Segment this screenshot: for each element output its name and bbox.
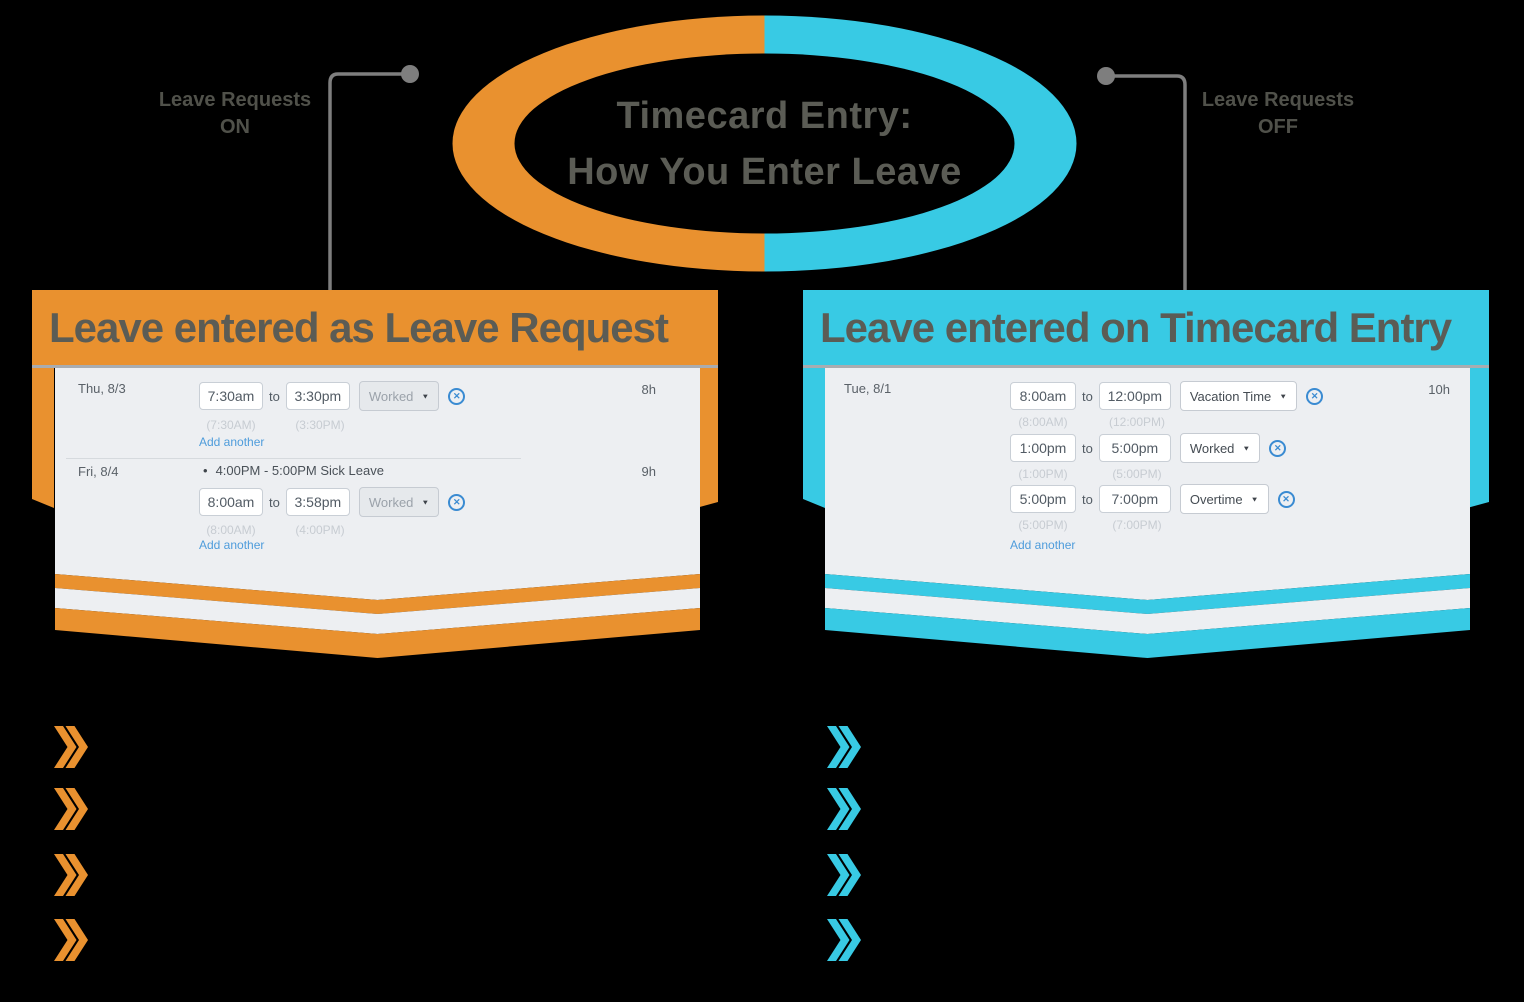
to-label: to [1082,388,1093,404]
caret-down-icon: ▼ [421,498,430,506]
end-time-input[interactable]: 7:00pm [1098,485,1171,513]
to-label: to [269,494,280,510]
ring-hole [514,53,1015,234]
page-title-line1: Timecard Entry: [616,94,913,137]
time-entry-row: 1:00pm to 5:00pm Worked ▼ ✕ [1010,433,1287,463]
to-label: to [1082,440,1093,456]
left-panel-left-border [32,368,54,508]
left-panel-title: Leave entered as Leave Request [49,303,669,351]
title-ring [452,15,1077,272]
leave-requests-on-label: Leave Requests ON [158,89,312,138]
time-entry-row: 8:00am to 3:58pm Worked ▼ ✕ [199,487,466,517]
connector-path-left [328,72,410,292]
pay-type-select[interactable]: Worked ▼ [358,381,440,411]
date-label: Fri, 8/4 [78,464,119,479]
start-time-ghost: (1:00PM) [1018,467,1068,481]
start-time-ghost: (8:00AM) [206,523,256,537]
remove-entry-icon[interactable]: ✕ [448,493,466,511]
time-entry-row: 5:00pm to 7:00pm Overtime ▼ ✕ [1010,484,1295,514]
right-panel-header: Leave entered on Timecard Entry [803,290,1489,368]
pay-type-select[interactable]: Worked ▼ [1179,433,1261,463]
chevron-bullet-icon [827,919,861,961]
page-title-line2: How You Enter Leave [567,150,962,193]
hours-total: 9h [641,464,656,479]
page-title: Timecard Entry: How You Enter Leave [451,14,1078,273]
left-panel-right-border [696,368,718,508]
caret-down-icon: ▼ [1242,444,1251,452]
start-time-input[interactable]: 5:00pm [1010,485,1076,513]
chevron-bullet-icon [827,726,861,768]
hours-total: 10h [1428,382,1450,397]
chevron-bullet-icon [54,854,88,896]
end-time-input[interactable]: 3:58pm [285,488,350,516]
start-time-input[interactable]: 8:00am [199,488,263,516]
pay-type-select[interactable]: Vacation Time ▼ [1179,381,1298,411]
add-another-link[interactable]: Add another [1010,538,1076,552]
start-time-input[interactable]: 1:00pm [1010,434,1076,462]
date-label: Tue, 8/1 [844,381,892,396]
timecard-entry-panel: Leave entered on Timecard Entry Tue, 8/1… [803,290,1489,658]
end-time-ghost: (3:30PM) [295,418,345,432]
left-panel-header: Leave entered as Leave Request [32,290,718,368]
right-panel-title: Leave entered on Timecard Entry [820,303,1452,351]
caret-down-icon: ▼ [1250,495,1259,503]
leave-request-panel: Leave entered as Leave Request Thu, 8/3 … [32,290,718,658]
connector-path-right [1106,74,1187,292]
start-time-ghost: (5:00PM) [1018,518,1068,532]
right-panel-right-border [1467,368,1489,508]
end-time-input[interactable]: 5:00pm [1098,434,1171,462]
start-time-ghost: (7:30AM) [206,418,256,432]
chevron-bullet-icon [827,854,861,896]
remove-entry-icon[interactable]: ✕ [1269,439,1287,457]
right-panel-left-border [803,368,825,508]
time-entry-row: 8:00am to 12:00pm Vacation Time ▼ ✕ [1010,381,1324,411]
add-another-link[interactable]: Add another [199,538,265,552]
caret-down-icon: ▼ [1279,392,1288,400]
remove-entry-icon[interactable]: ✕ [1306,387,1324,405]
panel-bottom-zigzag [55,560,700,658]
chevron-bullet-icon [54,919,88,961]
remove-entry-icon[interactable]: ✕ [448,387,466,405]
end-time-ghost: (12:00PM) [1108,415,1166,429]
start-time-input[interactable]: 7:30am [199,382,263,410]
panel-bottom-zigzag [825,560,1470,658]
pay-type-select[interactable]: Overtime ▼ [1179,484,1269,514]
leave-request-note: • 4:00PM - 5:00PM Sick Leave [203,463,384,478]
end-time-ghost: (7:00PM) [1112,518,1162,532]
to-label: to [269,388,280,404]
time-entry-row: 7:30am to 3:30pm Worked ▼ ✕ [199,381,466,411]
end-time-input[interactable]: 12:00pm [1098,382,1171,410]
remove-entry-icon[interactable]: ✕ [1277,490,1295,508]
chevron-bullet-icon [827,788,861,830]
start-time-input[interactable]: 8:00am [1010,382,1076,410]
date-label: Thu, 8/3 [78,381,126,396]
add-another-link[interactable]: Add another [199,435,265,449]
chevron-bullet-icon [54,788,88,830]
to-label: to [1082,491,1093,507]
bullet-dot-icon: • [203,463,208,478]
timecard-left: Thu, 8/3 8h 7:30am to 3:30pm Worked ▼ ✕ … [55,368,700,560]
end-time-ghost: (4:00PM) [295,523,345,537]
hours-total: 8h [641,382,656,397]
caret-down-icon: ▼ [421,392,430,400]
timecard-right: Tue, 8/1 10h 8:00am to 12:00pm Vacation … [825,368,1470,560]
pay-type-select[interactable]: Worked ▼ [358,487,440,517]
start-time-ghost: (8:00AM) [1018,415,1068,429]
end-time-input[interactable]: 3:30pm [285,382,350,410]
leave-requests-off-label: Leave Requests OFF [1201,89,1355,138]
end-time-ghost: (5:00PM) [1112,467,1162,481]
row-divider [66,458,521,459]
chevron-bullet-icon [54,726,88,768]
